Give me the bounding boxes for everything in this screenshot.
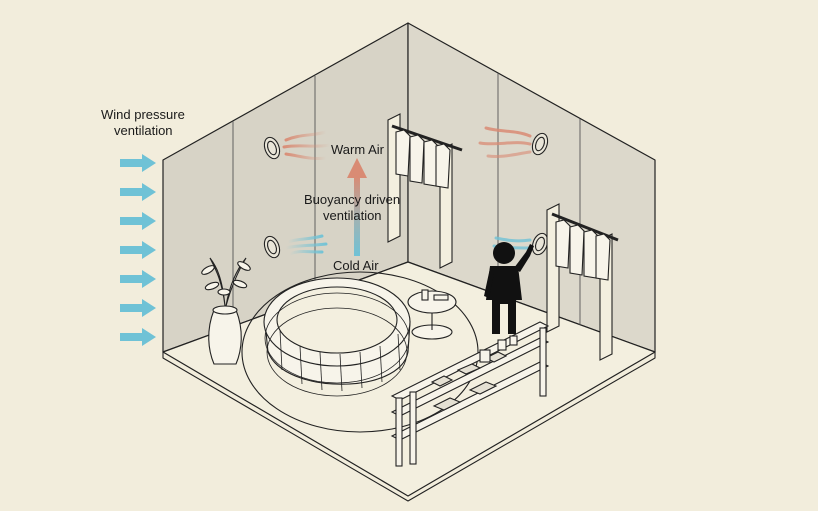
- buoyancy-label-line1: Buoyancy driven: [304, 192, 400, 207]
- arrow-right-icon: [120, 299, 156, 317]
- cold-air-label: Cold Air: [333, 258, 379, 273]
- wind-label-line2: ventilation: [114, 123, 173, 138]
- buoyancy-label-line2: ventilation: [323, 208, 382, 223]
- arrow-right-icon: [120, 270, 156, 288]
- wind-arrows: [120, 154, 156, 346]
- arrow-right-icon: [120, 183, 156, 201]
- arrow-right-icon: [120, 328, 156, 346]
- arrow-right-icon: [120, 212, 156, 230]
- wind-label-line1: Wind pressure: [101, 107, 185, 122]
- arrow-right-icon: [120, 241, 156, 259]
- arrow-right-icon: [120, 154, 156, 172]
- warm-air-label: Warm Air: [331, 142, 385, 157]
